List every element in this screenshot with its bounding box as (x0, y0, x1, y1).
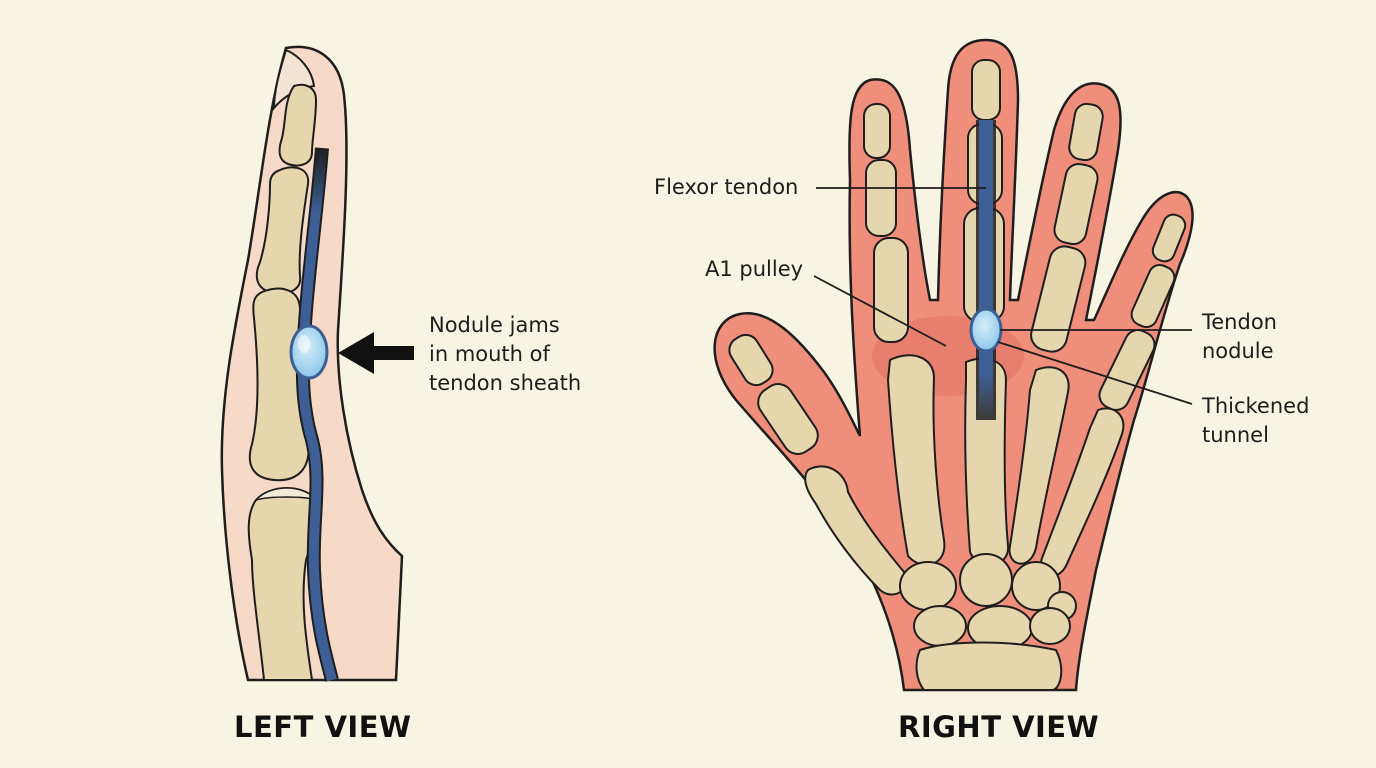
right-flexor-tendon (979, 120, 993, 420)
right-hand-illustration (713, 38, 1194, 692)
right-tendon-nodule (969, 307, 1003, 353)
a1-pulley-label: A1 pulley (705, 257, 804, 281)
left-flexor-tendon-core (297, 147, 337, 682)
thickened-tunnel-label: Thickened tunnel (1202, 394, 1310, 447)
tendon-nodule-label: Tendon nodule (1202, 310, 1277, 363)
left-tendon-nodule (289, 324, 329, 380)
flexor-tendon-label: Flexor tendon (654, 175, 799, 199)
nodule-highlight (298, 335, 310, 353)
distal-phalanx (278, 83, 318, 167)
left-finger-illustration (220, 45, 414, 682)
right-view-title: RIGHT VIEW (898, 710, 1100, 744)
left-arrow-icon (338, 332, 414, 374)
nodule-jams-label: Nodule jams in mouth of tendon sheath (429, 313, 582, 395)
left-view-title: LEFT VIEW (234, 710, 412, 744)
leader-lines (813, 187, 1193, 405)
thickened-tunnel-leader (997, 341, 1193, 405)
metacarpals (804, 354, 1125, 596)
carpal-bones (899, 553, 1077, 691)
a1-pulley-leader (813, 275, 947, 347)
